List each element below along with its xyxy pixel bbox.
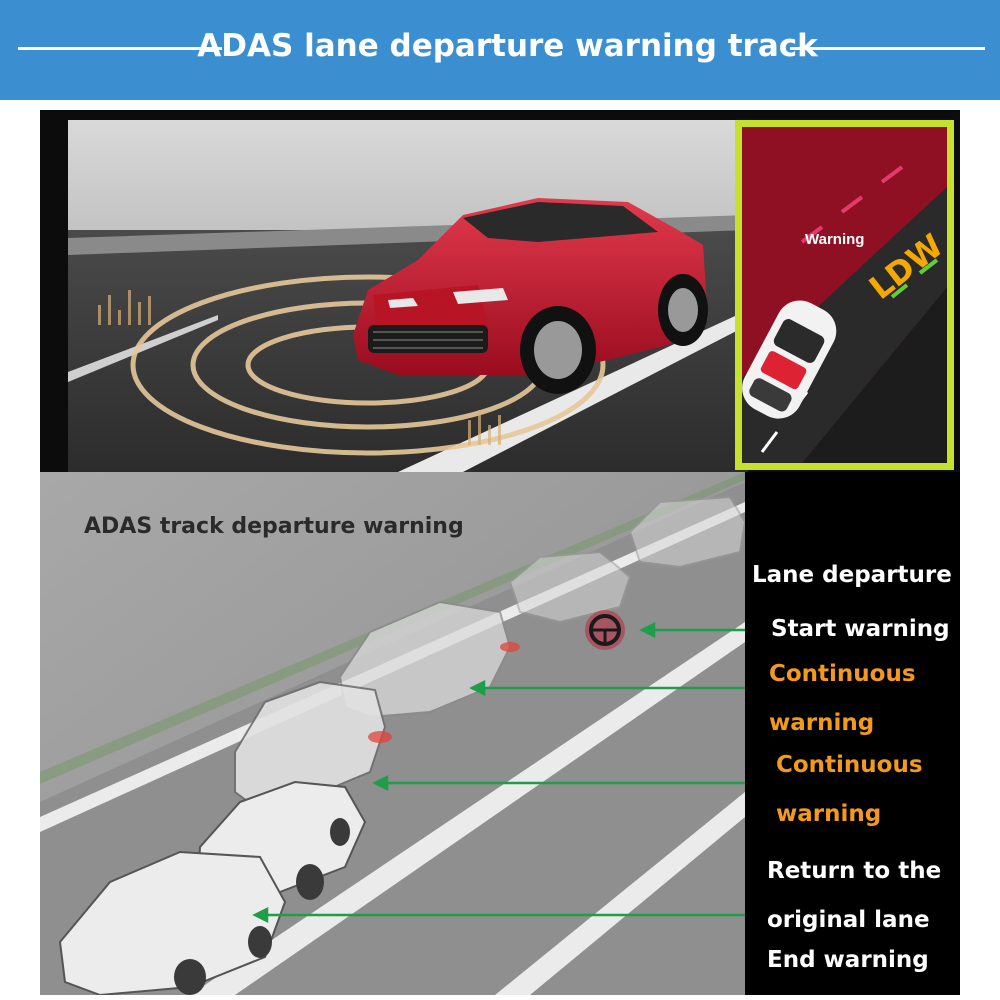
legend-heading: Lane departure (752, 562, 952, 588)
scene-title: ADAS track departure warning (84, 514, 464, 539)
legend-continuous-1-line2: warning (769, 710, 875, 736)
main-illustration: Warning LDW (40, 110, 960, 995)
header-divider-right (790, 47, 985, 50)
lane-change-scene: ADAS track departure warning (40, 472, 745, 995)
legend-return-line1: Return to the (767, 858, 942, 884)
legend-return-line2: original lane (767, 907, 930, 933)
legend-end-warning: End warning (767, 947, 929, 973)
legend-continuous-2-line2: warning (776, 801, 882, 827)
steering-wheel-icon (585, 610, 625, 650)
legend-continuous-1-line1: Continuous (769, 661, 916, 687)
header-divider-left (18, 47, 222, 50)
page-title: ADAS lane departure warning track (197, 28, 818, 64)
hero-car-image (68, 120, 748, 472)
legend-panel: Lane departure Start warning Continuous … (745, 472, 960, 995)
legend-start-warning: Start warning (771, 616, 950, 642)
legend-continuous-2-line1: Continuous (776, 752, 923, 778)
header-bar: ADAS lane departure warning track (0, 0, 1000, 100)
ldw-inset-panel: Warning LDW (735, 120, 954, 470)
inset-warning-label: Warning (805, 231, 865, 248)
